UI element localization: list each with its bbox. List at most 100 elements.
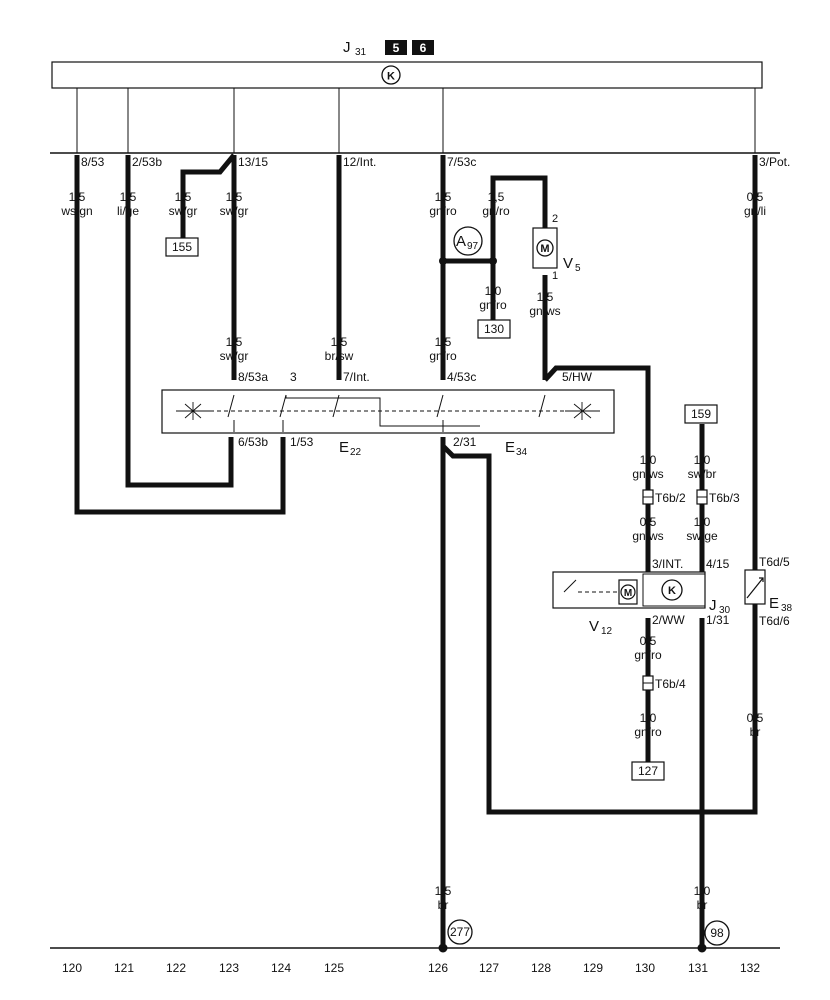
wire-to-v5 xyxy=(490,175,548,261)
svg-text:ws/gn: ws/gn xyxy=(60,204,92,218)
connector-t6b-2: T6b/2 xyxy=(642,489,686,505)
svg-text:M: M xyxy=(540,243,549,255)
svg-text:1,0: 1,0 xyxy=(694,453,711,467)
wiper-contact-left xyxy=(176,402,210,420)
svg-text:155: 155 xyxy=(172,240,192,254)
svg-text:gn/ws: gn/ws xyxy=(632,467,663,481)
ref-127: 127 xyxy=(631,761,665,781)
svg-text:5/HW: 5/HW xyxy=(562,370,593,384)
wire-labels-middle: 1,0 gn/ws 1,0 sw/br 0,5 gn/ws 1,0 sw/ge … xyxy=(435,453,764,912)
top-pin-labels: 8/53 2/53b 13/15 12/Int. 7/53c 3/Pot. xyxy=(81,155,790,169)
potentiometer-e38: T6d/5 T6d/6 E 38 xyxy=(744,555,793,628)
svg-text:0,5: 0,5 xyxy=(640,515,657,529)
junction-dot xyxy=(439,257,447,265)
svg-text:12: 12 xyxy=(601,626,613,637)
relay-k-symbol xyxy=(381,65,401,85)
relay-thin-leads xyxy=(76,88,756,153)
svg-text:98: 98 xyxy=(710,926,724,940)
svg-text:120: 120 xyxy=(62,961,82,975)
wires xyxy=(74,153,758,948)
svg-text:1: 1 xyxy=(552,270,558,282)
svg-text:br: br xyxy=(697,898,708,912)
badge-5 xyxy=(385,40,407,55)
svg-text:127: 127 xyxy=(479,961,499,975)
ref-159: 159 xyxy=(684,404,718,424)
switch-assembly: 8/53a 3 7/Int. 4/53c 5/HW 6/53b 1/53 2/3… xyxy=(161,370,615,458)
svg-text:T6b/2: T6b/2 xyxy=(655,491,686,505)
svg-text:0,5: 0,5 xyxy=(747,190,764,204)
svg-text:0,5: 0,5 xyxy=(640,634,657,648)
svg-text:gn/ws: gn/ws xyxy=(529,304,560,318)
svg-text:1,5: 1,5 xyxy=(435,884,452,898)
svg-text:22: 22 xyxy=(350,447,362,458)
ground-98: 98 xyxy=(704,920,730,946)
svg-text:li/ge: li/ge xyxy=(117,204,139,218)
wire-labels-upper: 1,5 ws/gn 1,5 li/ge 1,5 sw/gr 1,5 sw/gr … xyxy=(60,190,766,363)
wire-jumper-155 xyxy=(180,153,236,238)
junction-dot xyxy=(489,257,497,265)
svg-text:1,5: 1,5 xyxy=(69,190,86,204)
svg-text:1,0: 1,0 xyxy=(694,884,711,898)
svg-text:1,0: 1,0 xyxy=(640,453,657,467)
wire-e38-return xyxy=(441,444,758,815)
svg-text:1/53: 1/53 xyxy=(290,435,314,449)
pin-2-53b: 2/53b xyxy=(132,155,162,169)
svg-text:1,5: 1,5 xyxy=(331,335,348,349)
svg-text:2/31: 2/31 xyxy=(453,435,477,449)
svg-text:gn/ro: gn/ro xyxy=(482,204,510,218)
motor-v5: M 2 1 V 5 xyxy=(532,210,581,282)
svg-text:gn/li: gn/li xyxy=(744,204,766,218)
wire-5-hw xyxy=(543,365,651,595)
svg-text:4/15: 4/15 xyxy=(706,557,730,571)
relay-j31-box xyxy=(51,61,763,89)
v5-name: V xyxy=(563,255,573,272)
e38-name: E xyxy=(769,595,779,612)
svg-text:3: 3 xyxy=(290,370,297,384)
ref-130: 130 xyxy=(477,319,511,339)
svg-text:br: br xyxy=(750,725,761,739)
wire-8-53 xyxy=(74,155,286,515)
pin-7-53c: 7/53c xyxy=(447,155,476,169)
svg-text:T6b/3: T6b/3 xyxy=(709,491,740,505)
switch-contacts xyxy=(210,394,565,432)
svg-text:2: 2 xyxy=(552,213,558,225)
svg-text:128: 128 xyxy=(531,961,551,975)
svg-text:6/53b: 6/53b xyxy=(238,435,268,449)
relay-j31-label: J 31 5 6 xyxy=(343,39,434,58)
track-numbers: 120 121 122 123 124 125 126 127 128 129 … xyxy=(62,961,760,975)
svg-text:123: 123 xyxy=(219,961,239,975)
svg-text:sw/ge: sw/ge xyxy=(686,529,718,543)
pin-8-53: 8/53 xyxy=(81,155,105,169)
svg-text:127: 127 xyxy=(638,764,658,778)
pin-3-pot: 3/Pot. xyxy=(759,155,790,169)
svg-text:97: 97 xyxy=(467,241,479,252)
svg-text:34: 34 xyxy=(516,447,528,458)
svg-text:30: 30 xyxy=(719,605,731,616)
j30-name: J xyxy=(709,597,717,614)
a97-label: A 97 xyxy=(453,226,483,256)
svg-text:7/Int.: 7/Int. xyxy=(343,370,370,384)
e22-name: E xyxy=(339,439,349,456)
svg-text:1,5: 1,5 xyxy=(435,190,452,204)
ground-277: 277 xyxy=(447,919,473,945)
relay-j31-sub: 31 xyxy=(355,47,367,58)
wire-2-53b xyxy=(125,155,234,488)
svg-text:159: 159 xyxy=(691,407,711,421)
svg-text:125: 125 xyxy=(324,961,344,975)
svg-text:sw/br: sw/br xyxy=(688,467,717,481)
svg-text:4/53c: 4/53c xyxy=(447,370,476,384)
relay-k-text: K xyxy=(387,71,395,83)
svg-text:1,0: 1,0 xyxy=(485,284,502,298)
svg-text:1,0: 1,0 xyxy=(694,515,711,529)
badge-6-text: 6 xyxy=(420,41,427,55)
svg-text:br: br xyxy=(438,898,449,912)
svg-text:1,5: 1,5 xyxy=(435,335,452,349)
svg-text:1/31: 1/31 xyxy=(706,613,730,627)
relay-j30: M K 3/INT. 4/15 2/WW 1/31 J 30 V 12 xyxy=(552,557,731,637)
svg-text:132: 132 xyxy=(740,961,760,975)
svg-text:277: 277 xyxy=(450,925,470,939)
svg-text:38: 38 xyxy=(781,603,793,614)
svg-text:131: 131 xyxy=(688,961,708,975)
svg-text:gn/ro: gn/ro xyxy=(634,725,662,739)
